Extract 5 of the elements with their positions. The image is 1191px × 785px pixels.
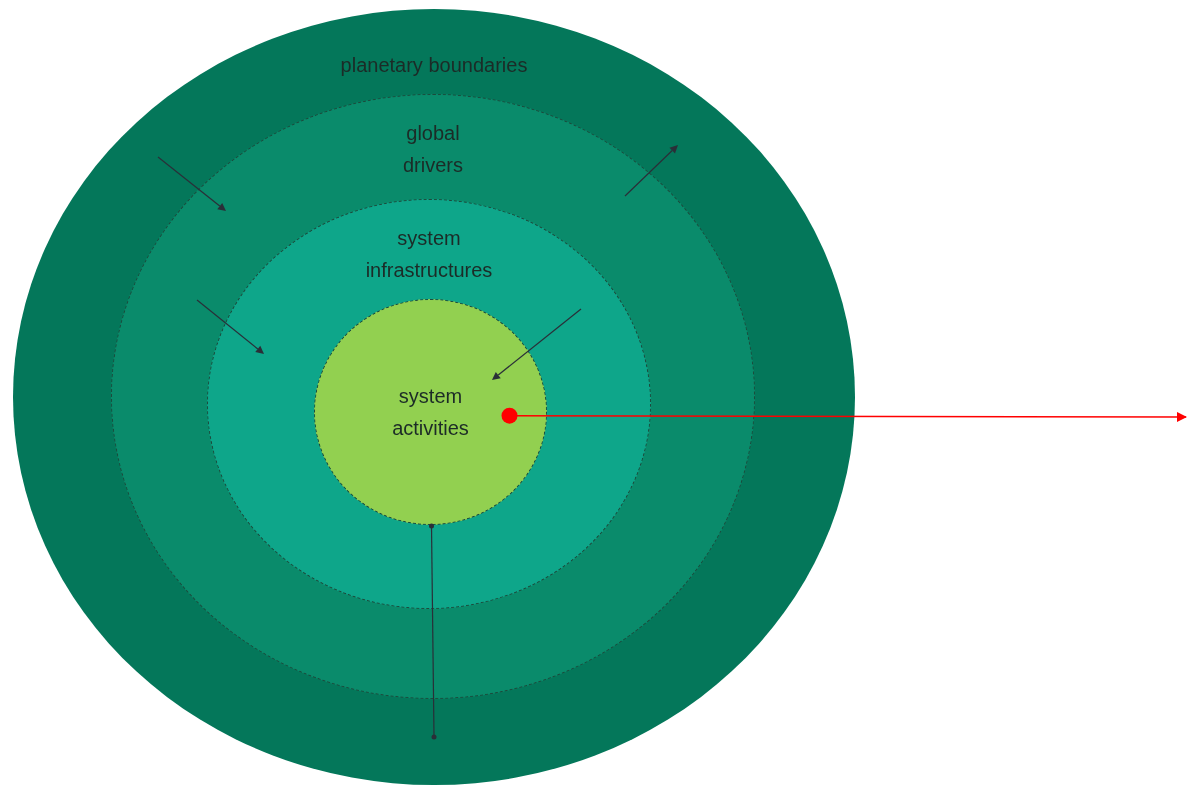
ring-label: global drivers xyxy=(402,121,464,178)
arrow xyxy=(501,407,1187,424)
ring-label: system activities xyxy=(391,384,470,441)
ring-label: planetary boundaries xyxy=(339,53,529,78)
ring-label: system infrastructures xyxy=(364,226,494,283)
